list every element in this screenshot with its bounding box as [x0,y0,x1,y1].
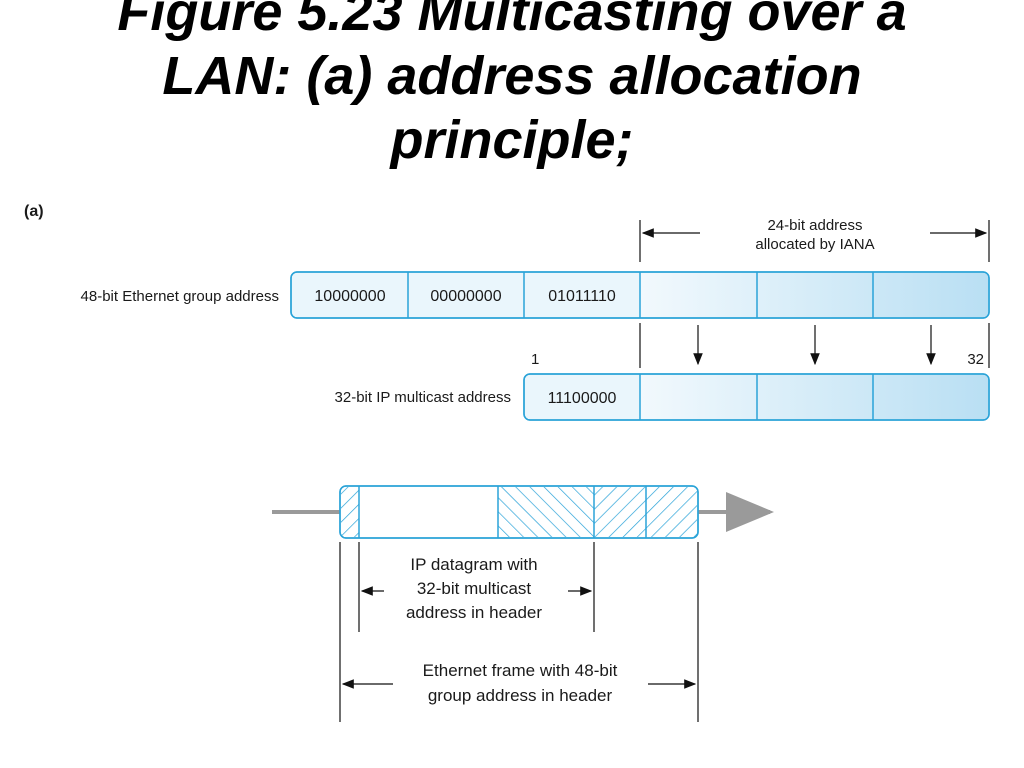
ethernet-address-label: 48-bit Ethernet group address [81,288,279,305]
title-line-2: LAN: (a) address allocation [162,46,862,106]
mapping-arrows [639,323,990,368]
iana-text-1: 24-bit address [767,217,862,234]
title-block: Figure 5.23 Multicasting over a LAN: (a)… [0,0,1024,172]
ethernet-frame-dimension: Ethernet frame with 48-bit group address… [339,542,699,722]
ip-datagram-text-1: IP datagram with [410,555,537,574]
ethernet-field-3: 01011110 [548,288,616,305]
ip-address-box: 11100000 [523,373,990,421]
iana-text-2: allocated by IANA [755,236,874,253]
bit-end-label: 32 [967,351,984,368]
iana-bracket: 24-bit address allocated by IANA [639,217,990,262]
title-line-3: principle; [390,110,634,170]
ethernet-field-2: 00000000 [430,288,501,305]
ip-datagram-text-3: address in header [406,603,542,622]
ethernet-frame-text-2: group address in header [428,686,613,705]
ip-field-1: 11100000 [548,390,617,407]
ip-datagram-dimension: IP datagram with 32-bit multicast addres… [358,542,595,632]
ethernet-frame-text-1: Ethernet frame with 48-bit [423,661,618,680]
ethernet-field-1: 10000000 [314,288,385,305]
bit-start-label: 1 [531,351,539,368]
title-line-1: Figure 5.23 Multicasting over a [117,0,907,42]
ethernet-address-box: 10000000 00000000 01011110 [290,271,990,319]
ethernet-frame-shape [339,485,699,539]
ip-datagram-text-2: 32-bit multicast [417,579,532,598]
ip-address-label: 32-bit IP multicast address [335,389,511,406]
panel-label: (a) [24,203,44,220]
